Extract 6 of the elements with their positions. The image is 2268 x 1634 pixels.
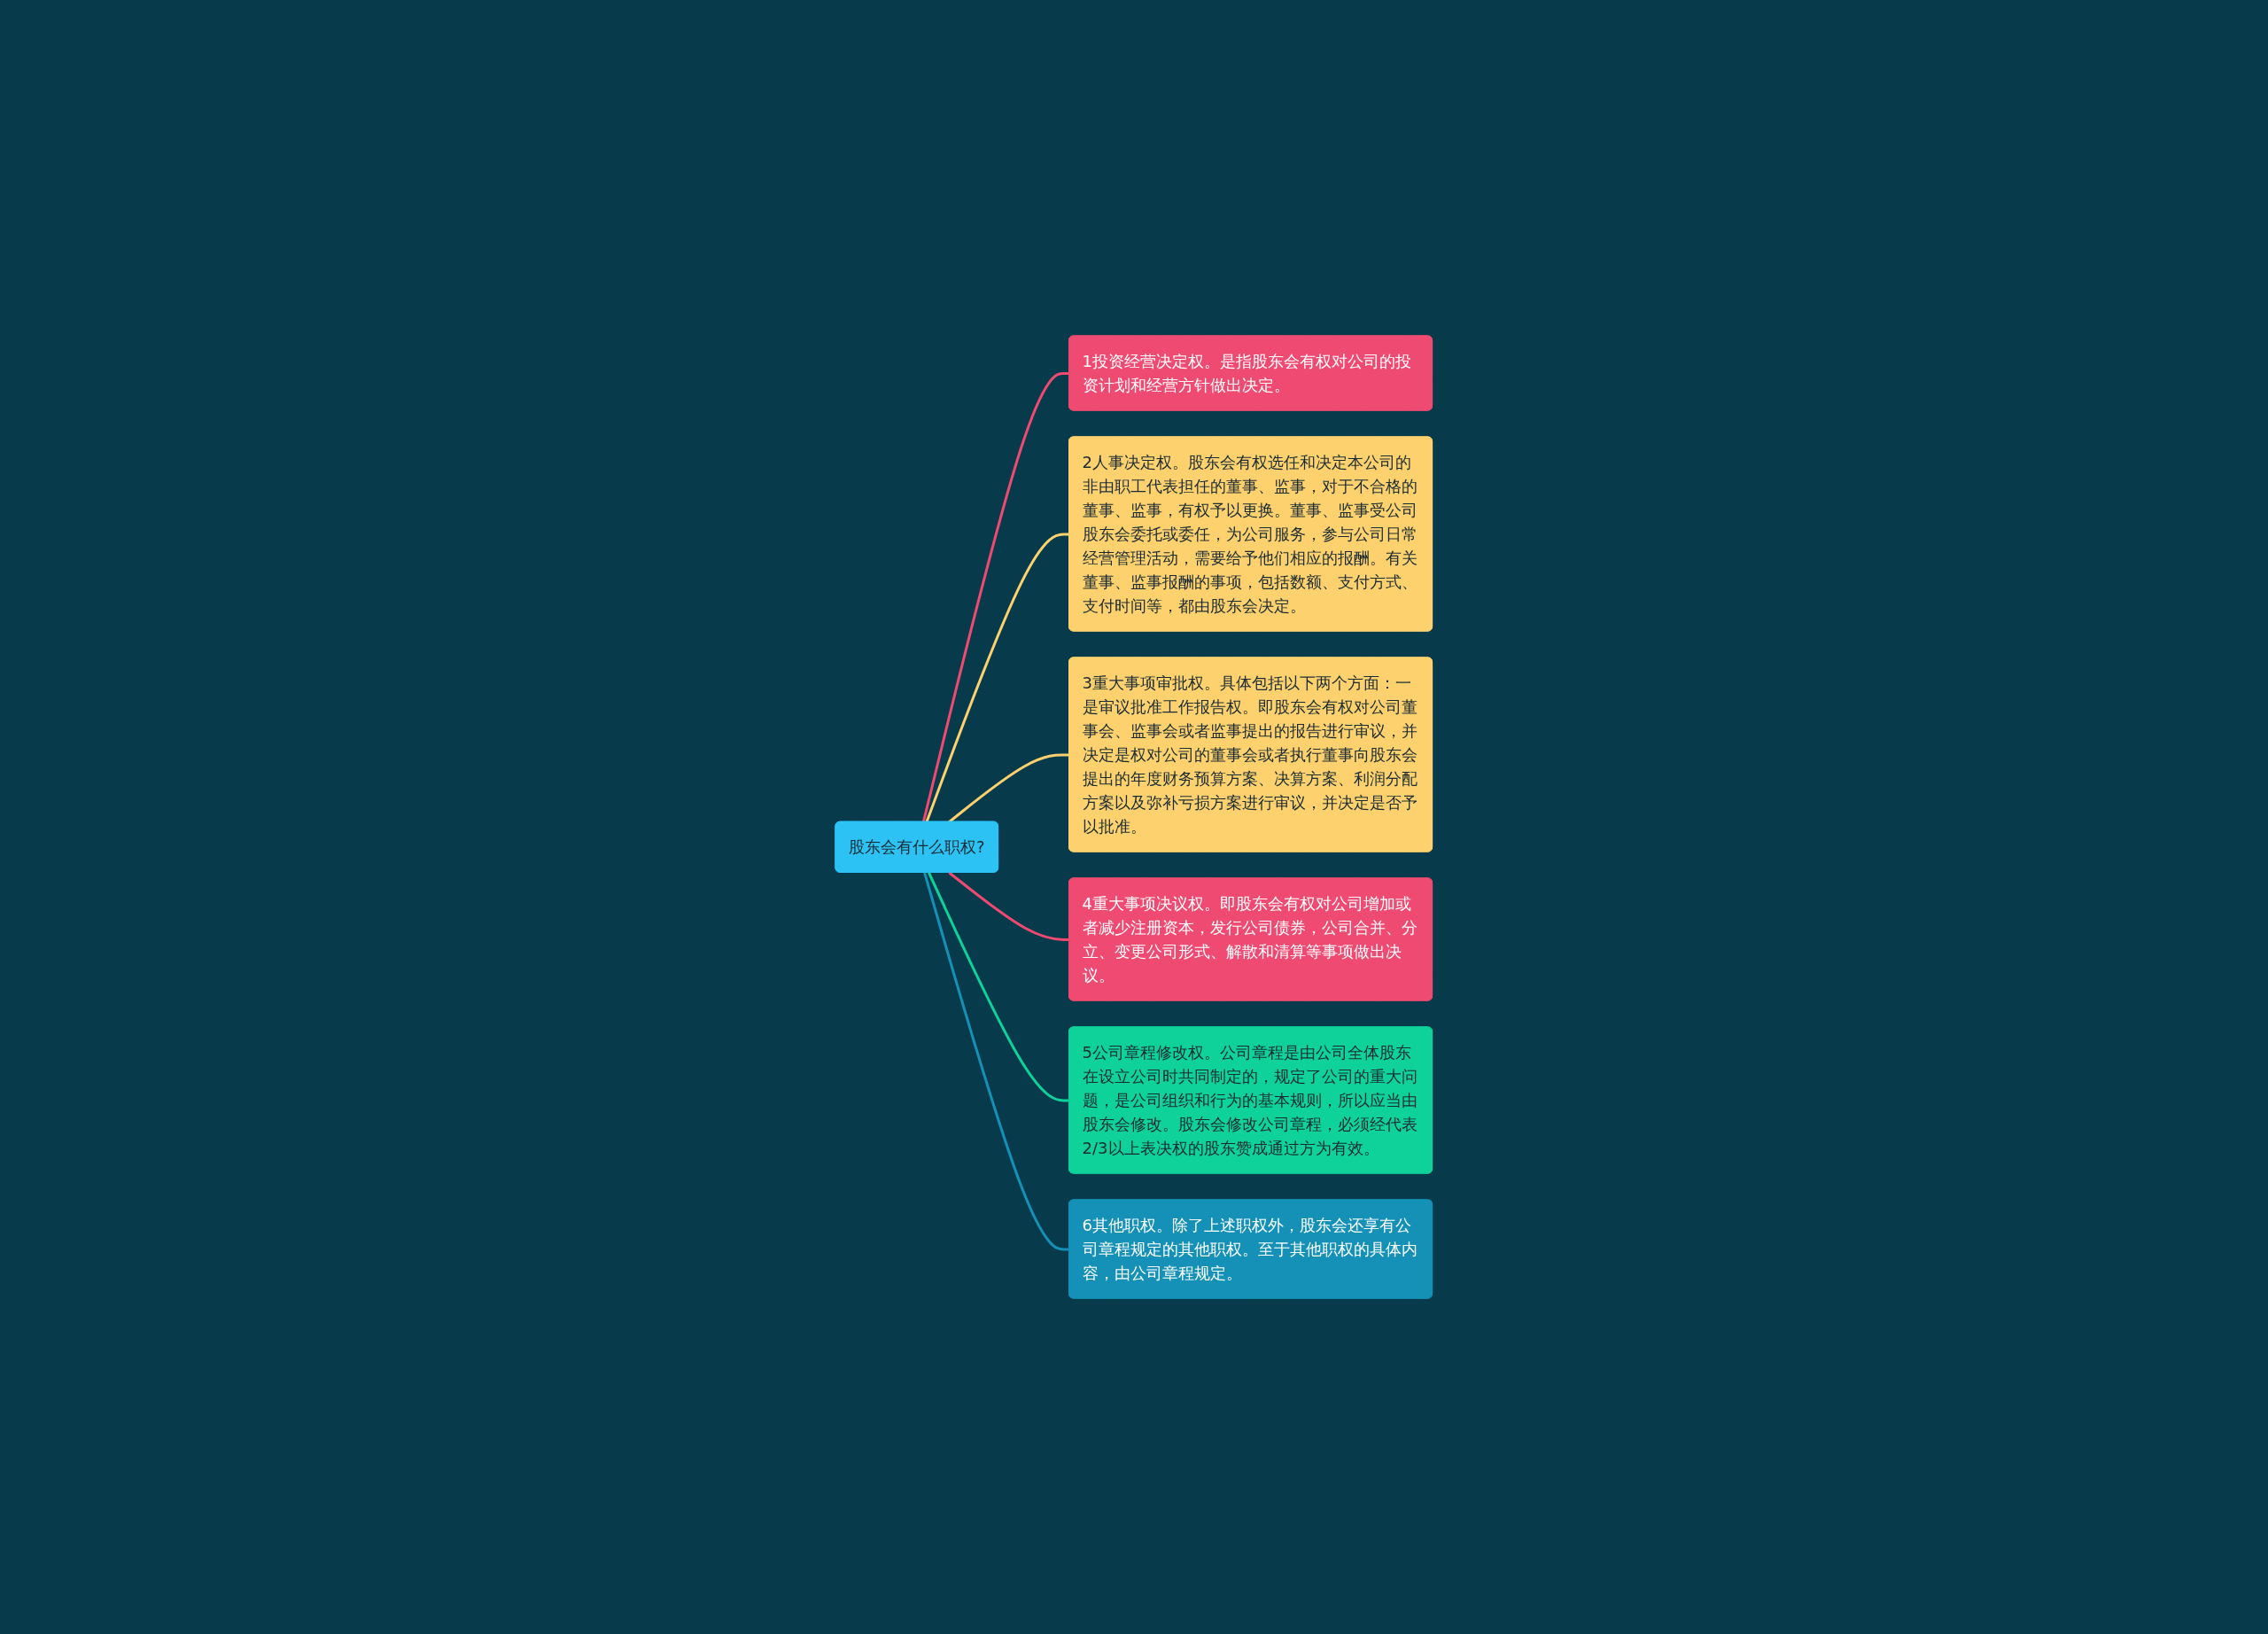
connector — [928, 872, 1070, 1102]
connector — [925, 533, 1070, 823]
connector — [923, 872, 1070, 1251]
connector — [922, 371, 1070, 823]
connector — [948, 753, 1070, 823]
connector — [948, 871, 1070, 941]
